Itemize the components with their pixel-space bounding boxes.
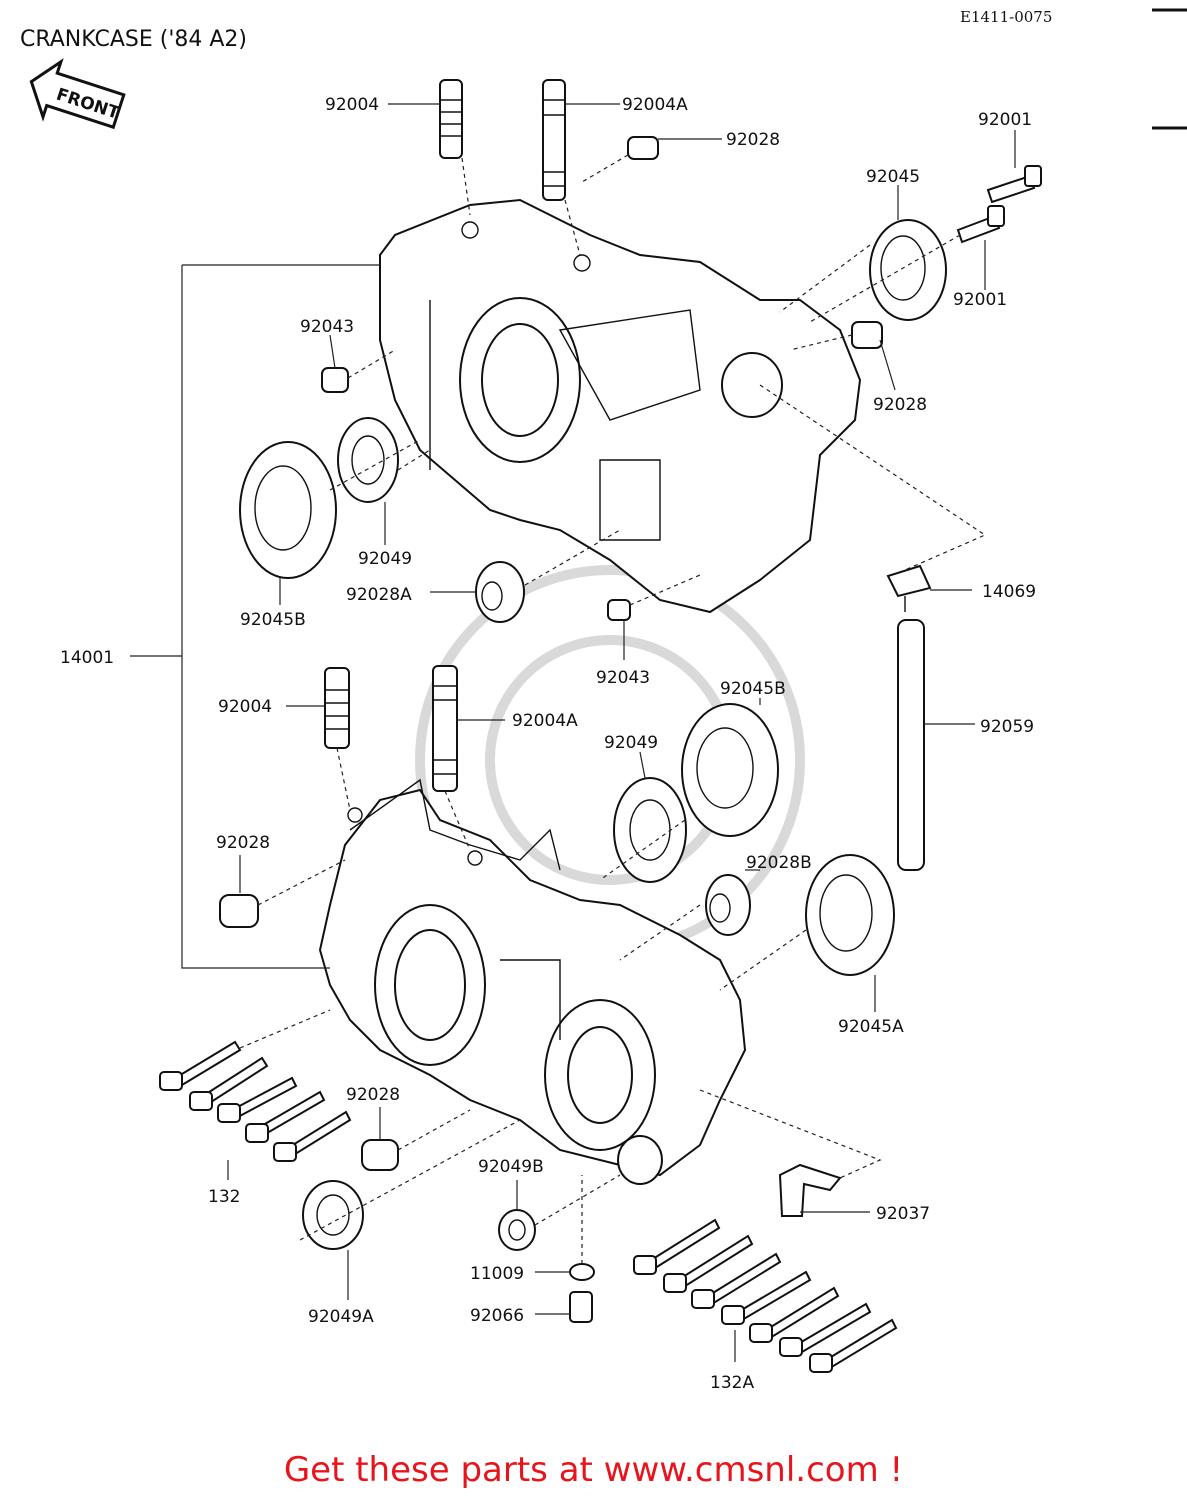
seal-92049-low (613, 777, 687, 883)
label-92028a: 92028A (346, 585, 412, 605)
dowel-92028-top (627, 136, 659, 160)
label-14069: 14069 (982, 582, 1036, 602)
label-92045: 92045 (866, 167, 920, 187)
dowel-92028-low (219, 894, 259, 928)
label-92028-top: 92028 (726, 130, 780, 150)
bearing-92045b-top (239, 441, 337, 579)
dowel-92043-mid (607, 599, 631, 621)
stud-92004a-low (432, 665, 458, 792)
label-92049b: 92049B (478, 1157, 544, 1177)
label-92028-bot: 92028 (346, 1085, 400, 1105)
dowel-92028-bot (361, 1139, 399, 1171)
seal-92049a (302, 1180, 364, 1250)
bearing-92045a (805, 854, 895, 976)
bolt-92001-b (956, 205, 1005, 244)
bolt-set-132 (159, 1040, 352, 1162)
label-92049-top: 92049 (358, 549, 412, 569)
bolt-92001-a (986, 165, 1042, 204)
label-92037: 92037 (876, 1204, 930, 1224)
label-92059: 92059 (980, 717, 1034, 737)
hose-92059 (897, 619, 925, 871)
bolt-set-132a (633, 1218, 898, 1373)
label-132: 132 (208, 1187, 240, 1207)
plug-92066 (569, 1291, 593, 1323)
footer-link[interactable]: Get these parts at www.cmsnl.com ! (283, 1450, 904, 1490)
bearing-92045b-low (681, 703, 779, 837)
bushing-92028b (705, 874, 751, 936)
seal-92049-top (337, 417, 399, 503)
label-92004-low: 92004 (218, 697, 272, 717)
label-92043-mid: 92043 (596, 668, 650, 688)
label-11009: 11009 (470, 1264, 524, 1284)
bracket-92037 (778, 1163, 842, 1217)
label-92049a: 92049A (308, 1307, 374, 1327)
front-arrow-icon: FRONT (29, 58, 126, 130)
bearing-92045 (869, 219, 947, 321)
label-92028-right: 92028 (873, 395, 927, 415)
lower-crankcase-half (318, 778, 747, 1185)
label-92028b: 92028B (746, 853, 812, 873)
part-labels: 92004 92004A 92028 92001 92045 92001 920… (60, 95, 1036, 1393)
stud-92004-low (324, 667, 350, 749)
stud-92004-top (439, 79, 463, 159)
seal-92049b (498, 1209, 536, 1251)
label-14001: 14001 (60, 648, 114, 668)
label-92004a-top: 92004A (622, 95, 688, 115)
label-92001-b: 92001 (953, 290, 1007, 310)
diagram-code: E1411-0075 (960, 8, 1052, 26)
label-92045a: 92045A (838, 1017, 904, 1037)
label-92049-low: 92049 (604, 733, 658, 753)
label-92045b-top: 92045B (240, 610, 306, 630)
dowel-92043-top (321, 367, 349, 393)
stud-92004a-top (542, 79, 566, 201)
diagram-title: CRANKCASE ('84 A2) (20, 27, 247, 52)
dowel-92028-right (851, 321, 883, 349)
label-92001-a: 92001 (978, 110, 1032, 130)
washer-11009 (569, 1263, 595, 1281)
label-92004a-low: 92004A (512, 711, 578, 731)
bushing-92028a (475, 561, 525, 623)
leader-lines (130, 103, 1016, 1362)
upper-crankcase-half (379, 198, 862, 614)
fitting-14069 (886, 564, 932, 612)
label-132a: 132A (710, 1373, 754, 1393)
label-92043-top: 92043 (300, 317, 354, 337)
label-92066: 92066 (470, 1306, 524, 1326)
label-92028-low: 92028 (216, 833, 270, 853)
label-92045b-low: 92045B (720, 679, 786, 699)
label-92004-top: 92004 (325, 95, 379, 115)
